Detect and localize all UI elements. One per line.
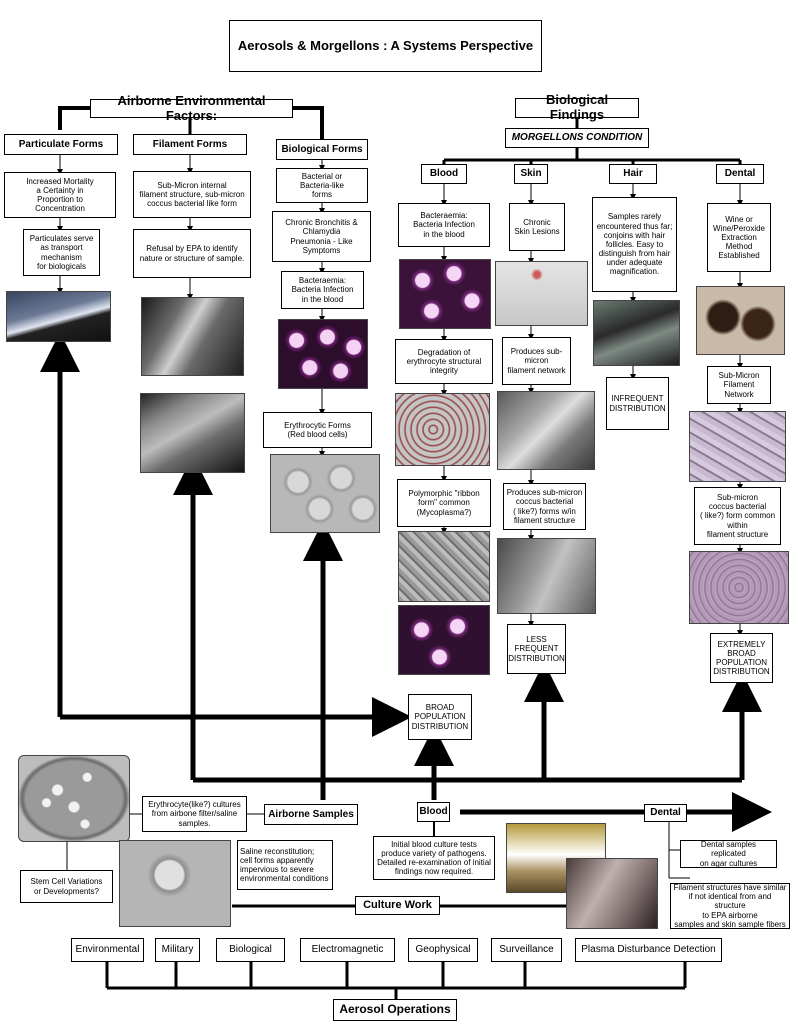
transport-box: Particulates serve as transport mechanis… (23, 229, 100, 276)
epa-refusal-box: Refusal by EPA to identify nature or str… (133, 229, 251, 278)
dental-photo-1 (696, 286, 785, 355)
bacteraemia-box: Bacteraemia: Bacteria Infection in the b… (281, 271, 364, 309)
skin-lesions-box: Chronic Skin Lesions (509, 203, 565, 251)
op-electromagnetic: Electromagnetic (300, 938, 395, 962)
op-environmental: Environmental (71, 938, 144, 962)
op-biological: Biological (216, 938, 285, 962)
dental-filament-box: Sub-Micron Filament Network (707, 366, 771, 404)
particulate-photo (6, 291, 111, 342)
erythrocytic-photo (270, 454, 380, 533)
op-surveillance: Surveillance (491, 938, 562, 962)
broad-distribution-box: BROAD POPULATION DISTRIBUTION (408, 694, 472, 740)
op-military: Military (155, 938, 200, 962)
biological-findings-header: Biological Findings (515, 92, 639, 122)
bronchitis-box: Chronic Bronchitis & Chlamydia Pneumonia… (272, 211, 371, 262)
skin-photo-3 (497, 538, 596, 614)
erythrocyte-cultures-box: Erythrocyte(like?) cultures from airbone… (142, 796, 247, 832)
less-frequent-box: LESS FREQUENT DISTRIBUTION (507, 624, 566, 674)
skin-header: Skin (514, 164, 548, 184)
filament-forms-header: Filament Forms (133, 134, 247, 155)
culture-work-box: Culture Work (355, 896, 440, 915)
hair-samples-box: Samples rarely encountered thus far; con… (592, 197, 677, 292)
erythrocytic-forms-box: Erythrocytic Forms (Red blood cells) (263, 412, 372, 448)
skin-photo-1 (495, 261, 588, 326)
dental-coccus-box: Sub-micron coccus bacterial ( like?) for… (694, 487, 781, 545)
skin-coccus-box: Produces sub-micron coccus bacterial ( l… (503, 483, 586, 530)
diagram-title: Aerosols & Morgellons : A Systems Perspe… (229, 20, 542, 72)
blood-photo-3 (398, 531, 490, 602)
saline-cell-photo (119, 840, 231, 927)
dental-culture-photo (566, 858, 658, 929)
blood-bacteraemia-box: Bacteraemia: Bacteria Infection in the b… (398, 203, 490, 247)
dental-photo-3 (689, 551, 789, 624)
airborne-factors-header: Airborne Environmental Factors: (90, 93, 293, 122)
dental-header: Dental (716, 164, 764, 184)
blood-tests-box: Initial blood culture tests produce vari… (373, 836, 495, 880)
stem-cell-box: Stem Cell Variations or Developments? (20, 870, 113, 903)
hair-photo (593, 300, 680, 366)
dental-photo-2 (689, 411, 786, 482)
aerosol-operations-box: Aerosol Operations (333, 999, 457, 1021)
extremely-broad-box: EXTREMELY BROAD POPULATION DISTRIBUTION (710, 633, 773, 683)
dental-replicated-box: Dental samples replicated on agar cultur… (680, 840, 777, 868)
culture-dental-box: Dental (644, 804, 687, 822)
op-geophysical: Geophysical (408, 938, 478, 962)
filament-similar-box: Filament structures have similar if not … (670, 883, 790, 929)
petri-dish-photo (18, 755, 130, 842)
blood-cells-photo (278, 319, 368, 389)
infrequent-box: INFREQUENT DISTRIBUTION (606, 377, 669, 430)
bacterial-forms-box: Bacterial or Bacteria-like forms (276, 168, 368, 203)
airborne-samples-box: Airborne Samples (264, 804, 358, 825)
hair-header: Hair (609, 164, 657, 184)
ribbon-form-box: Polymorphic "ribbon form" common (Mycopl… (397, 479, 491, 527)
blood-photo-2 (395, 393, 490, 466)
saline-box: Saline reconstitution; cell forms appare… (237, 840, 333, 890)
biological-forms-header: Biological Forms (276, 139, 368, 160)
skin-photo-2 (497, 391, 595, 470)
mortality-box: Increased Mortality a Certainty in Propo… (4, 172, 116, 218)
filament-photo-2 (140, 393, 245, 473)
skin-filament-box: Produces sub-micron filament network (502, 337, 571, 385)
culture-blood-box: Blood (417, 802, 450, 822)
wine-extraction-box: Wine or Wine/Peroxide Extraction Method … (707, 203, 771, 272)
particulate-forms-header: Particulate Forms (4, 134, 118, 155)
filament-photo-1 (141, 297, 244, 376)
blood-photo-1 (399, 259, 491, 329)
blood-header: Blood (421, 164, 467, 184)
degradation-box: Degradation of erythrocyte structural in… (395, 339, 493, 384)
op-plasma-disturbance: Plasma Disturbance Detection (575, 938, 722, 962)
morgellons-condition-box: MORGELLONS CONDITION (505, 128, 649, 148)
blood-photo-4 (398, 605, 490, 675)
filament-structure-box: Sub-Micron internal filament structure, … (133, 171, 251, 218)
